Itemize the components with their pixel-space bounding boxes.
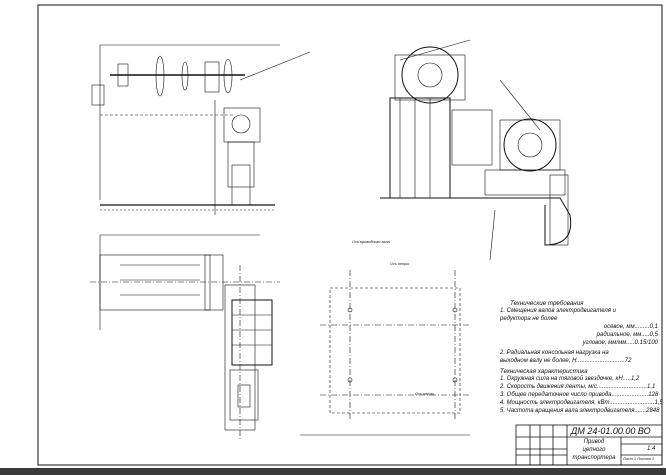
tech-req-angular: угловое, мм/мм.....0.15/100 (582, 340, 658, 346)
top-left-view (91, 44, 311, 215)
title-line: цепного (582, 447, 606, 453)
tech-char-item: 1. Окружная сила на тяговой звездочке, к… (500, 376, 640, 382)
tech-req-axial: осевое, мм.........0,1 (603, 324, 658, 330)
inner-frame (37, 4, 663, 466)
sheet-count: Лист 1 Листов 1 (623, 457, 654, 461)
tech-req-item2: 2. Радиальная консольная нагрузка на (500, 350, 609, 356)
tech-req-radial: радиальное, мм.....0,5 (596, 332, 658, 338)
foundation-plan (300, 270, 470, 436)
tech-req-item1: 1. Смещения валов электродвигателя и (500, 308, 616, 314)
title-line: Привод (583, 439, 605, 445)
tech-char-item: 5. Частота вращения вала электродвигател… (500, 408, 660, 414)
tech-req-item2b: выходном валу не более, Н...............… (500, 358, 632, 364)
drawing-code: ДМ 24-01.00.00 ВО (571, 426, 651, 436)
drawing-title: Привод цепного транспортера (567, 438, 621, 462)
label-support-axis: Ось опоры (390, 262, 410, 266)
tech-req-heading: Технические требования (510, 300, 584, 307)
tech-char-item: 3. Общее передаточное число привода.....… (500, 392, 659, 398)
label-support-axis-2: Ось опоры (415, 392, 435, 396)
bottom-left-view (90, 234, 280, 440)
tech-char-item: 2. Скорость движения ленты, м/с.........… (500, 384, 656, 390)
title-block-lines (515, 424, 663, 466)
tech-req-item1b: редуктора не более (500, 316, 558, 322)
top-right-view (380, 39, 572, 261)
title-line: транспортера (572, 455, 616, 461)
label-drive-shaft-axis: Ось приводного вала (352, 240, 390, 244)
scale: 1:4 (647, 446, 656, 452)
tech-char-heading: Техническая характеристика (500, 368, 588, 375)
tech-char-item: 4. Мощность электродвигателя, кВт.......… (500, 400, 663, 406)
